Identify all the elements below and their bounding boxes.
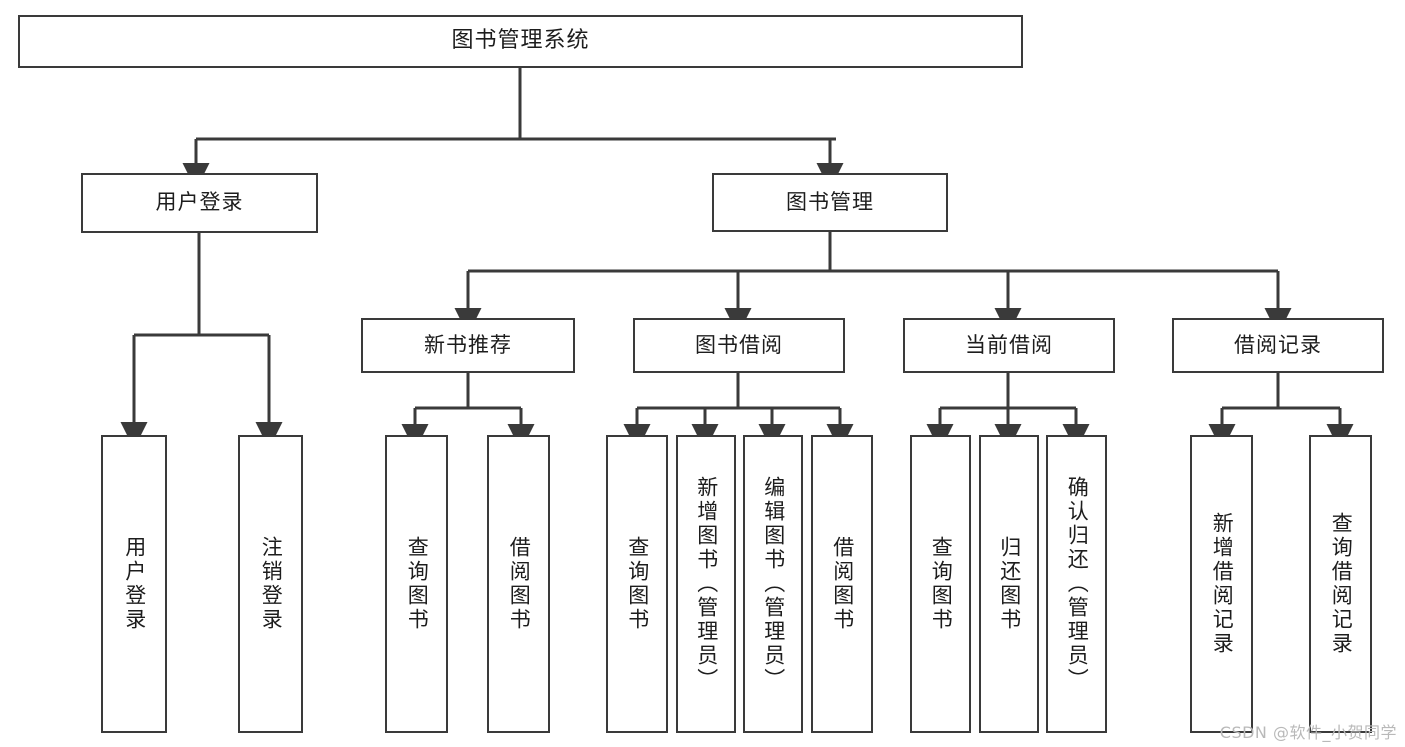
node-leaf-return-book-label: 归还图书 [997,536,1022,632]
node-leaf-return-book[interactable]: 归还图书 [979,435,1039,733]
node-leaf-query-book-3-label: 查询图书 [929,536,954,632]
node-new-book-rec-label: 新书推荐 [424,332,512,357]
node-leaf-borrow-book-2[interactable]: 借阅图书 [811,435,873,733]
node-book-borrow[interactable]: 图书借阅 [633,318,845,373]
node-leaf-user-login-label: 用户登录 [122,536,147,632]
node-leaf-add-book[interactable]: 新增图书（管理员） [676,435,736,733]
node-new-book-rec[interactable]: 新书推荐 [361,318,575,373]
node-current-borrow-label: 当前借阅 [965,332,1053,357]
node-leaf-query-book-1-label: 查询图书 [405,536,430,632]
node-leaf-edit-book[interactable]: 编辑图书（管理员） [743,435,803,733]
node-leaf-confirm-return[interactable]: 确认归还（管理员） [1046,435,1107,733]
node-borrow-record[interactable]: 借阅记录 [1172,318,1384,373]
node-leaf-query-book-1[interactable]: 查询图书 [385,435,448,733]
node-leaf-borrow-book-2-label: 借阅图书 [830,536,855,632]
csdn-watermark: CSDN @软件_小贺同学 [1219,723,1397,742]
node-leaf-user-login[interactable]: 用户登录 [101,435,167,733]
node-leaf-add-record[interactable]: 新增借阅记录 [1190,435,1253,733]
node-user-login[interactable]: 用户登录 [81,173,318,233]
node-book-borrow-label: 图书借阅 [695,332,783,357]
node-leaf-query-record-label: 查询借阅记录 [1329,512,1354,656]
node-leaf-query-record[interactable]: 查询借阅记录 [1309,435,1372,733]
node-leaf-add-book-label: 新增图书（管理员） [694,476,719,692]
node-user-login-label: 用户登录 [155,190,244,215]
node-leaf-add-record-label: 新增借阅记录 [1210,512,1235,656]
node-borrow-record-label: 借阅记录 [1234,332,1322,357]
node-leaf-query-book-2-label: 查询图书 [625,536,650,632]
node-root[interactable]: 图书管理系统 [18,15,1023,68]
node-leaf-edit-book-label: 编辑图书（管理员） [761,476,786,692]
node-book-manage[interactable]: 图书管理 [712,173,948,232]
node-leaf-borrow-book-1[interactable]: 借阅图书 [487,435,550,733]
node-leaf-query-book-3[interactable]: 查询图书 [910,435,971,733]
node-leaf-logout-label: 注销登录 [259,536,284,632]
node-leaf-borrow-book-1-label: 借阅图书 [507,536,532,632]
node-root-label: 图书管理系统 [451,28,590,54]
node-current-borrow[interactable]: 当前借阅 [903,318,1115,373]
node-leaf-confirm-return-label: 确认归还（管理员） [1065,476,1090,692]
node-book-manage-label: 图书管理 [786,189,874,214]
node-leaf-query-book-2[interactable]: 查询图书 [606,435,668,733]
node-leaf-logout[interactable]: 注销登录 [238,435,303,733]
